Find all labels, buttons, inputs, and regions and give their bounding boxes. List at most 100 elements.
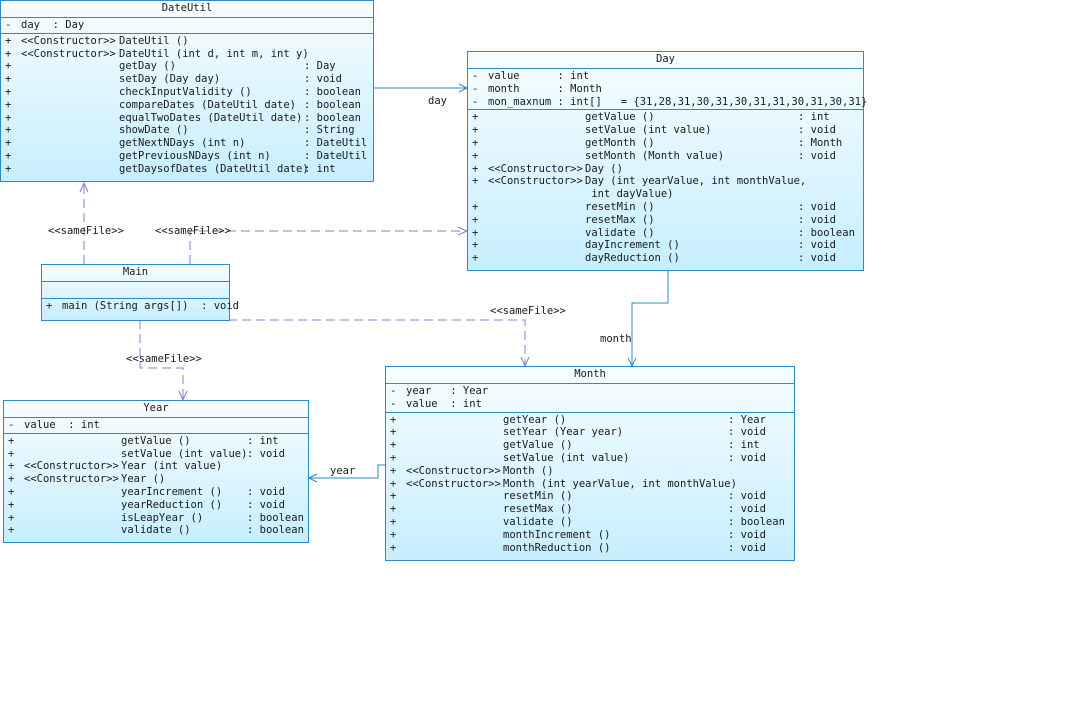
operation-signature: main (String args[]) : void: [62, 300, 240, 312]
visibility-marker: +: [390, 541, 397, 554]
operations-compartment: +getYear (): Year+setYear (Year year): v…: [386, 413, 794, 556]
operation-signature: monthReduction (): [503, 541, 611, 554]
attribute-text: value : int: [406, 397, 482, 410]
operation-signature: int dayValue): [585, 188, 674, 201]
attribute-text: mon_maxnum : int[] = {31,28,31,30,31,30,…: [488, 95, 868, 108]
operation-row: +setValue (int value): void: [386, 452, 794, 465]
operation-row: +resetMax (): void: [386, 503, 794, 516]
operation-signature: equalTwoDates (DateUtil date): [119, 111, 303, 124]
operation-row: +yearReduction (): void: [4, 499, 308, 512]
visibility-marker: +: [5, 137, 12, 150]
stereotype-label: <<Constructor>>: [21, 47, 116, 60]
operation-row: +monthIncrement (): void: [386, 529, 794, 542]
return-type: : void: [798, 124, 836, 137]
operation-row: +<<Constructor>>DateUtil (): [1, 35, 373, 48]
dep-main-month: [200, 319, 526, 366]
return-type: : boolean: [304, 85, 361, 98]
visibility-marker: +: [8, 511, 15, 524]
stereotype-label: <<Constructor>>: [488, 162, 583, 175]
return-type: : String: [304, 124, 355, 137]
return-type: : int: [247, 434, 279, 447]
visibility-marker: +: [472, 162, 479, 175]
visibility-marker: +: [472, 213, 479, 226]
operations-compartment: +main (String args[]) : void: [42, 299, 239, 314]
operation-signature: Day (): [585, 162, 623, 175]
operation-row: +setValue (int value): void: [468, 124, 863, 137]
operation-signature: getMonth (): [585, 136, 655, 149]
operation-signature: setValue (int value): [121, 447, 248, 460]
operation-signature: resetMax (): [503, 503, 573, 516]
attributes-compartment: -year : Year-value : int: [386, 384, 794, 413]
return-type: : void: [304, 73, 342, 86]
visibility-marker: +: [390, 451, 397, 464]
operation-row: +checkInputValidity (): boolean: [1, 86, 373, 99]
attribute-text: month : Month: [488, 82, 602, 95]
operation-signature: Day (int yearValue, int monthValue,: [585, 175, 807, 188]
dep-main-year: [139, 320, 184, 400]
visibility-marker: +: [5, 124, 12, 137]
return-type: : void: [728, 426, 766, 439]
class-name: Month: [386, 367, 794, 384]
return-type: : void: [798, 252, 836, 265]
class-dateutil[interactable]: DateUtil-day : Day+<<Constructor>>DateUt…: [0, 0, 374, 182]
operation-row: +yearIncrement (): void: [4, 486, 308, 499]
class-name: DateUtil: [1, 1, 373, 18]
attribute-text: day : Day: [21, 19, 85, 31]
operations-compartment: +getValue (): int+setValue (int value): …: [468, 110, 863, 266]
visibility-marker: +: [390, 464, 397, 477]
operation-signature: dayIncrement (): [585, 239, 680, 252]
operation-signature: DateUtil (): [119, 34, 189, 47]
return-type: : boolean: [728, 515, 785, 528]
label-year-role: year: [330, 465, 356, 477]
label-samefile-dateutil: <<sameFile>>: [48, 225, 124, 237]
return-type: : void: [247, 485, 285, 498]
visibility-marker: +: [8, 524, 15, 537]
operation-signature: DateUtil (int d, int m, int y): [119, 47, 309, 60]
attribute-row: -value : int: [468, 70, 863, 83]
class-day[interactable]: Day-value : int-month : Month-mon_maxnum…: [467, 51, 867, 271]
visibility-marker: -: [8, 419, 15, 431]
operation-row: int dayValue): [468, 188, 863, 201]
visibility-marker: +: [472, 175, 479, 188]
operation-row: +compareDates (DateUtil date): boolean: [1, 99, 373, 112]
operation-signature: getValue (): [503, 439, 573, 452]
stereotype-label: <<Constructor>>: [406, 464, 501, 477]
visibility-marker: +: [390, 413, 397, 426]
operation-row: +dayReduction (): void: [468, 252, 863, 265]
return-type: : boolean: [798, 226, 855, 239]
visibility-marker: +: [8, 434, 15, 447]
label-samefile-year: <<sameFile>>: [126, 353, 202, 365]
class-name: Main: [42, 265, 229, 282]
attribute-row: -year : Year: [386, 385, 794, 398]
return-type: : boolean: [304, 111, 361, 124]
operation-row: +getYear (): Year: [386, 414, 794, 427]
attributes-compartment: -day : Day: [1, 18, 373, 34]
operation-signature: validate (): [503, 515, 573, 528]
dep-main-day: [189, 230, 467, 264]
operation-row: +<<Constructor>>Month (): [386, 465, 794, 478]
visibility-marker: -: [390, 397, 397, 410]
operation-row: +getNextNDays (int n): DateUtil: [1, 137, 373, 150]
visibility-marker: +: [5, 47, 12, 60]
operation-signature: Year (): [121, 473, 166, 486]
stereotype-label: <<Constructor>>: [488, 175, 583, 188]
operation-row: +getMonth (): Month: [468, 137, 863, 150]
operation-signature: getDay (): [119, 60, 176, 73]
operation-row: +setYear (Year year): void: [386, 426, 794, 439]
class-month[interactable]: Month-year : Year-value : int+getYear ()…: [385, 366, 795, 561]
attribute-row: -month : Month: [468, 83, 863, 96]
return-type: : Day: [304, 60, 336, 73]
attribute-text: value : int: [24, 419, 100, 431]
visibility-marker: -: [472, 70, 479, 82]
visibility-marker: -: [5, 19, 12, 31]
label-samefile-month: <<sameFile>>: [490, 305, 566, 317]
operation-signature: Month (int yearValue, int monthValue): [503, 477, 737, 490]
operation-row: +getValue (): int: [386, 439, 794, 452]
operation-row: +getPreviousNDays (int n): DateUtil: [1, 150, 373, 163]
class-year[interactable]: Year-value : int+getValue (): int+setVal…: [3, 400, 309, 543]
class-main[interactable]: Main +main (String args[]) : void: [41, 264, 239, 321]
attribute-row: -mon_maxnum : int[] = {31,28,31,30,31,30…: [468, 96, 867, 109]
attribute-text: year : Year: [406, 385, 489, 397]
visibility-marker: +: [472, 136, 479, 149]
operation-signature: compareDates (DateUtil date): [119, 98, 297, 111]
